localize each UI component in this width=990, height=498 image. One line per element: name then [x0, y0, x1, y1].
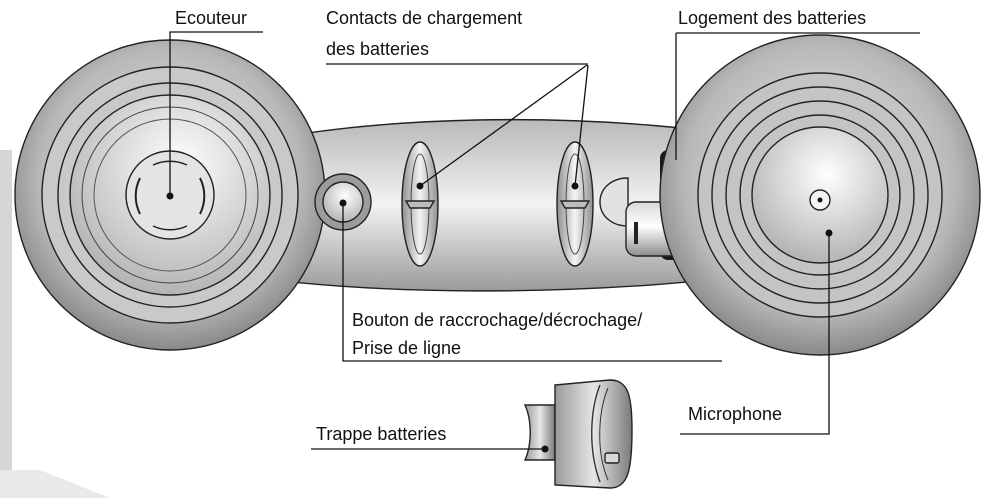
label-hook-button-line1: Bouton de raccrochage/décrochage/ [352, 310, 642, 330]
label-hook-button-line2: Prise de ligne [352, 338, 461, 358]
label-charging-contacts-line2: des batteries [326, 39, 429, 59]
charging-contact-right [556, 141, 594, 267]
label-charging-contacts-line1: Contacts de chargement [326, 8, 522, 28]
microphone-cup [659, 34, 981, 356]
labels: Ecouteur Contacts de chargement des batt… [175, 8, 866, 444]
label-microphone: Microphone [688, 404, 782, 424]
label-battery-door: Trappe batteries [316, 424, 446, 444]
label-battery-compartment: Logement des batteries [678, 8, 866, 28]
charging-contact-left [401, 141, 439, 267]
leader-lines [166, 31, 920, 453]
label-earpiece: Ecouteur [175, 8, 247, 28]
left-edge-strip [0, 150, 110, 498]
battery-door [523, 379, 633, 489]
